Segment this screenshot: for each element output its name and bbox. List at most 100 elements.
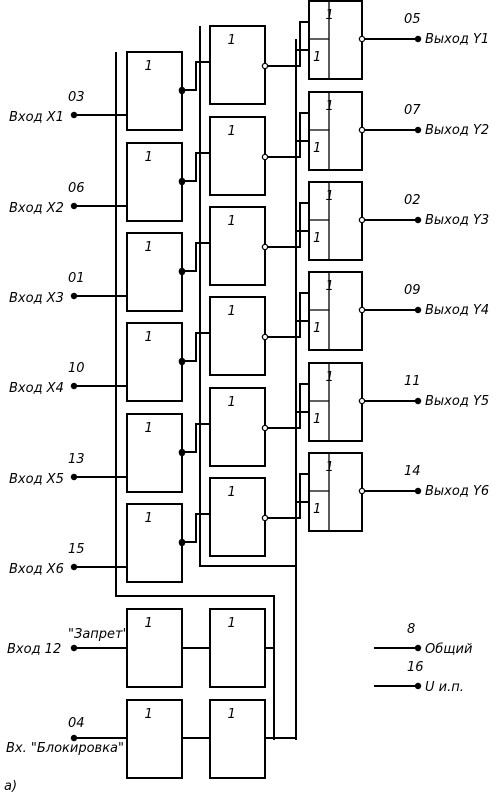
inhibit-terminal — [70, 644, 78, 652]
input-terminal-4 — [70, 382, 78, 390]
output-label-1: Выход Y1 — [425, 32, 489, 47]
block-gate-1-symbol: 1 — [145, 707, 153, 722]
block-gate-1 — [126, 699, 183, 779]
c2-to-output-wire — [268, 473, 309, 519]
input-gate-3 — [126, 232, 183, 312]
output-gate-2 — [308, 91, 363, 171]
output-pin-4: 09 — [404, 283, 421, 298]
output-label-3: Выход Y3 — [425, 213, 489, 228]
input-gate-4 — [126, 322, 183, 402]
middle-gate-2-symbol: 1 — [228, 124, 236, 139]
input-label-2: Вход X2 — [9, 201, 64, 216]
inhibit-gate-2 — [209, 608, 266, 688]
output-terminal-6 — [414, 487, 422, 495]
middle-gate-5-symbol: 1 — [228, 395, 236, 410]
output-gate-inversion — [358, 216, 366, 224]
output-gate-inversion — [358, 487, 366, 495]
middle-gate-5 — [209, 387, 266, 467]
c1-to-c2-wire — [185, 61, 210, 91]
middle-gate-inversion — [261, 424, 269, 432]
input-gate-6 — [126, 503, 183, 583]
input-label-3: Вход X3 — [9, 291, 64, 306]
output-terminal-2 — [414, 126, 422, 134]
output-label-6: Выход Y6 — [425, 484, 489, 499]
middle-gate-inversion — [261, 62, 269, 70]
inhibit-name: "Запрет" — [68, 627, 129, 642]
output-label-4: Выход Y4 — [425, 303, 489, 318]
input-label-4: Вход X4 — [9, 381, 64, 396]
c1-to-c2-wire — [185, 332, 210, 362]
input-pin-3: 01 — [68, 271, 85, 286]
input-pin-6: 15 — [68, 542, 85, 557]
inhibit-gate-1-symbol: 1 — [145, 616, 153, 631]
inhibit-label: Вход 12 — [7, 642, 61, 657]
output-gate-lower-symbol: 1 — [313, 412, 321, 427]
output-label-2: Выход Y2 — [425, 123, 489, 138]
middle-gate-3 — [209, 206, 266, 286]
middle-gate-2 — [209, 116, 266, 196]
input-pin-1: 03 — [68, 90, 85, 105]
output-gate-lower-symbol: 1 — [313, 141, 321, 156]
middle-gate-inversion — [261, 333, 269, 341]
middle-gate-6 — [209, 477, 266, 557]
input-pin-2: 06 — [68, 181, 85, 196]
input-gate-1-symbol: 1 — [145, 59, 153, 74]
c1-to-c2-wire — [185, 152, 210, 182]
junction-dot — [178, 87, 186, 95]
common-terminal — [414, 644, 422, 652]
output-gate-inversion — [358, 306, 366, 314]
input-gate-1 — [126, 51, 183, 131]
block-bus — [199, 26, 297, 740]
supply-pin: 16 — [407, 660, 424, 675]
middle-gate-4-symbol: 1 — [228, 304, 236, 319]
output-pin-1: 05 — [404, 12, 421, 27]
input-terminal-1 — [70, 111, 78, 119]
c2-to-output-wire — [268, 202, 309, 248]
middle-gate-1-symbol: 1 — [228, 33, 236, 48]
input-gate-5-symbol: 1 — [145, 421, 153, 436]
output-gate-5 — [308, 362, 363, 442]
input-pin-5: 13 — [68, 452, 85, 467]
c1-to-c2-wire — [185, 423, 210, 453]
output-terminal-5 — [414, 397, 422, 405]
junction-dot — [178, 268, 186, 276]
input-gate-5 — [126, 413, 183, 493]
output-label-5: Выход Y5 — [425, 394, 489, 409]
junction-dot — [178, 178, 186, 186]
output-terminal-1 — [414, 35, 422, 43]
c2-to-output-wire — [268, 383, 309, 429]
output-gate-inversion — [358, 126, 366, 134]
figure-caption: а) — [4, 779, 17, 794]
middle-gate-inversion — [261, 153, 269, 161]
output-gate-3 — [308, 181, 363, 261]
block-terminal — [70, 734, 78, 742]
input-gate-2 — [126, 142, 183, 222]
middle-gate-1 — [209, 25, 266, 105]
supply-terminal — [414, 682, 422, 690]
input-gate-3-symbol: 1 — [145, 240, 153, 255]
common-pin: 8 — [407, 622, 415, 637]
input-gate-2-symbol: 1 — [145, 150, 153, 165]
output-gate-1 — [308, 0, 363, 80]
output-gate-6 — [308, 452, 363, 532]
c2-to-output-wire — [268, 21, 309, 67]
output-pin-3: 02 — [404, 193, 421, 208]
block-label: Вх. "Блокировка" — [6, 741, 124, 756]
input-gate-6-symbol: 1 — [145, 511, 153, 526]
block-gate-2 — [209, 699, 266, 779]
output-pin-5: 11 — [404, 374, 421, 389]
inhibit-gate-1 — [126, 608, 183, 688]
output-gate-inversion — [358, 397, 366, 405]
output-gate-inversion — [358, 35, 366, 43]
output-pin-6: 14 — [404, 464, 421, 479]
junction-dot — [178, 358, 186, 366]
middle-gate-inversion — [261, 514, 269, 522]
inhibit-gate-2-symbol: 1 — [228, 616, 236, 631]
input-terminal-5 — [70, 473, 78, 481]
output-gate-lower-symbol: 1 — [313, 321, 321, 336]
output-gate-lower-symbol: 1 — [313, 50, 321, 65]
output-gate-lower-symbol: 1 — [313, 231, 321, 246]
block-pin: 04 — [68, 716, 85, 731]
